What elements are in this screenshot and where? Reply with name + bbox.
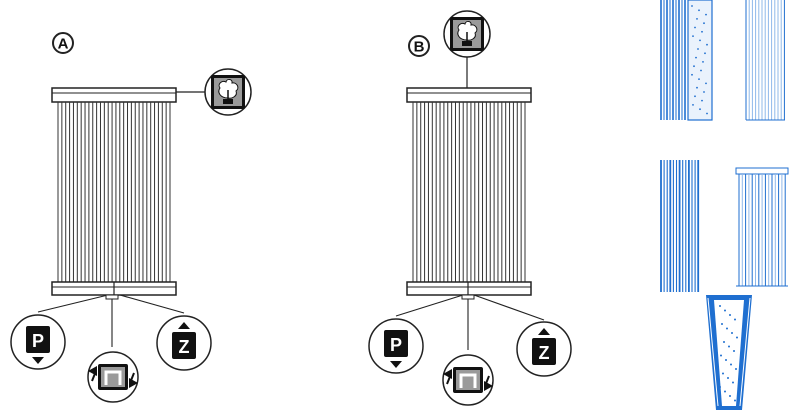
blue-dot — [729, 314, 731, 316]
blue-dot — [703, 22, 705, 25]
blue-dot — [730, 363, 732, 366]
blue-dot — [691, 73, 693, 76]
blue-dot — [693, 65, 695, 68]
variant-a: A P — [10, 32, 252, 403]
blue-dot — [727, 377, 729, 379]
blue-dot — [696, 86, 698, 89]
blue-dot — [733, 350, 735, 352]
blue-dot — [705, 13, 707, 16]
blue-dot — [694, 95, 696, 98]
blue-dot — [726, 327, 728, 330]
bottom-rail-b — [406, 281, 532, 296]
blue-dot — [723, 341, 725, 343]
blue-dot — [699, 39, 701, 42]
turn-control-a — [87, 351, 139, 403]
slats-a — [57, 102, 171, 282]
z-label-a: Z — [179, 337, 190, 357]
variant-a-label: A — [58, 36, 69, 53]
blue-dot — [700, 69, 702, 72]
turn-control-b — [442, 354, 494, 406]
blue-dot — [720, 354, 722, 357]
arrow-up-icon-a — [178, 322, 190, 329]
blue-panel-top-left — [660, 0, 713, 121]
blue-dot — [692, 35, 694, 37]
blue-dot — [719, 386, 721, 388]
blue-dot — [735, 368, 737, 370]
p-control-a: P — [10, 314, 66, 370]
blue-dot — [699, 108, 701, 111]
blue-dot — [695, 56, 697, 59]
blue-dot — [705, 82, 707, 85]
blue-dot — [706, 112, 708, 115]
blue-dot — [724, 390, 726, 393]
plant-icon-a — [204, 68, 252, 116]
blue-dot — [694, 26, 696, 29]
slats-b — [412, 102, 526, 282]
blue-dot — [701, 99, 703, 102]
plant-icon-b — [443, 10, 491, 58]
blue-dot — [722, 372, 724, 375]
blue-dot — [731, 332, 733, 334]
head-rail-a — [51, 87, 177, 103]
blue-dot — [701, 30, 703, 33]
z-label-b: Z — [539, 343, 550, 363]
blue-dot — [698, 78, 700, 80]
blue-dot — [732, 381, 734, 384]
blue-dot — [692, 104, 694, 106]
blue-dot — [691, 5, 693, 7]
blue-dot — [704, 52, 706, 55]
head-rail-b — [406, 87, 532, 103]
arrow-up-icon-b — [538, 328, 550, 335]
variant-b-label: B — [414, 39, 425, 56]
p-control-b: P — [368, 318, 424, 374]
blue-panel-mid-left — [660, 160, 700, 292]
blue-dot — [725, 359, 727, 361]
variant-a-badge: A — [52, 32, 74, 54]
blue-dot — [729, 395, 731, 397]
arrow-down-icon-a — [32, 357, 44, 364]
z-control-a: Z — [156, 315, 212, 371]
blue-dot — [724, 309, 726, 312]
arrow-down-icon-b — [390, 361, 402, 368]
blue-dot — [698, 9, 700, 12]
blue-dot — [703, 91, 705, 93]
p-label-a: P — [32, 331, 44, 351]
blue-dot — [706, 43, 708, 46]
blue-dot — [734, 399, 736, 402]
blue-dot — [697, 48, 699, 50]
variant-b-badge: B — [408, 35, 430, 57]
p-label-b: P — [390, 335, 402, 355]
blue-dot — [721, 323, 723, 325]
blue-dot — [719, 305, 721, 307]
blue-dot — [696, 18, 698, 20]
z-control-b: Z — [516, 321, 572, 377]
blue-panel-mid-right — [735, 167, 789, 287]
variant-b: B P — [368, 10, 572, 406]
blue-panel-bottom — [706, 295, 752, 410]
blue-dot — [736, 336, 738, 339]
blue-dot — [734, 318, 736, 321]
blue-panel-top-right — [745, 0, 785, 121]
blue-dot — [702, 61, 704, 63]
blue-dot — [728, 345, 730, 348]
blue-illustrations — [660, 0, 789, 410]
